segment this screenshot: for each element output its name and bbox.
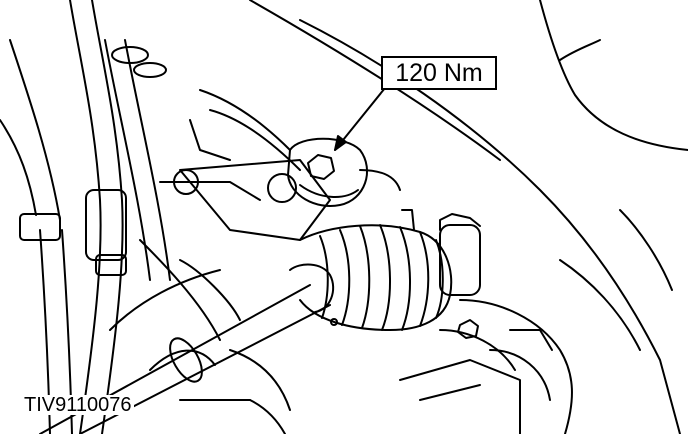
knuckle-boss	[287, 137, 369, 207]
callout-arrowhead	[334, 135, 347, 151]
hose-left-2	[104, 39, 151, 281]
rack-housing	[439, 224, 481, 296]
cv-boot	[299, 224, 453, 331]
bracket-arm	[179, 159, 331, 241]
nut-icon	[307, 154, 335, 180]
torque-callout: 120 Nm	[381, 56, 497, 90]
body-panel-curve	[299, 19, 681, 434]
hose-clamp	[19, 213, 61, 241]
hose-left-1	[69, 0, 102, 434]
figure-id: TIV9110076	[22, 394, 134, 416]
body-panel-outline	[539, 0, 688, 151]
